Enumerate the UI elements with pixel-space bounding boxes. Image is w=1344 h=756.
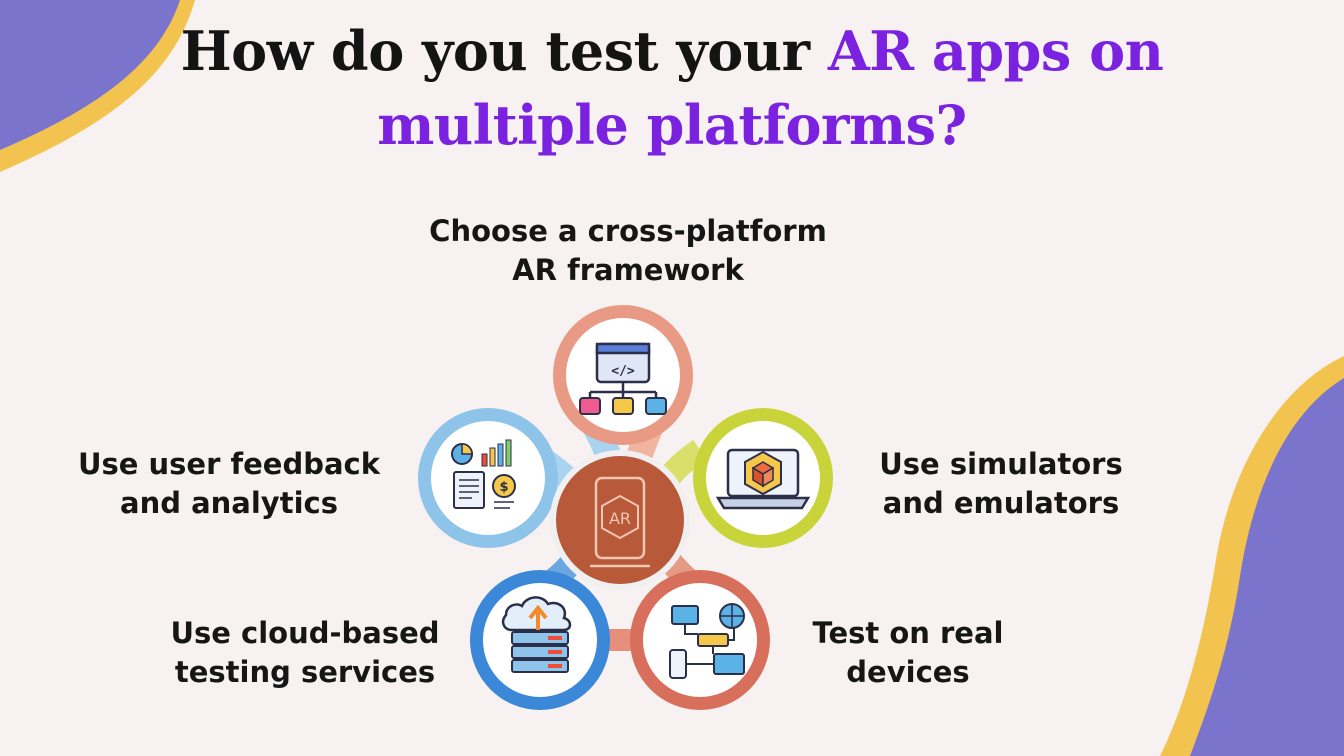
step-node-real-devices <box>630 570 770 710</box>
center-hub: AR <box>550 450 690 590</box>
laptop-3d-cube-icon <box>715 448 811 510</box>
title-line-1: How do you test your AR apps on <box>0 14 1344 88</box>
svg-text:</>: </> <box>611 364 635 379</box>
step-label-simulators-emulators: Use simulators and emulators <box>862 445 1140 523</box>
step-label-line: and analytics <box>120 486 338 520</box>
step-label-cross-platform-framework: Choose a cross-platform AR framework <box>420 212 836 290</box>
step-label-user-feedback: Use user feedback and analytics <box>70 445 388 523</box>
ar-badge-text: AR <box>609 509 631 528</box>
step-label-line: Choose a cross-platform <box>429 214 827 248</box>
title-accent-text-2: multiple platforms? <box>377 93 967 157</box>
title-accent-text-1: AR apps on <box>827 19 1164 83</box>
step-label-cloud-testing: Use cloud-based testing services <box>160 614 450 692</box>
step-label-line: and emulators <box>882 486 1120 520</box>
step-label-line: Use user feedback <box>77 447 381 481</box>
step-label-line: AR framework <box>512 253 744 287</box>
step-label-line: testing services <box>174 655 436 689</box>
step-label-line: devices <box>846 655 970 689</box>
step-label-line: Use cloud-based <box>170 616 440 650</box>
svg-text:$: $ <box>499 480 508 495</box>
step-label-line: Test on real <box>812 616 1004 650</box>
analytics-report-icon: $ <box>451 439 516 509</box>
step-label-real-devices: Test on real devices <box>790 614 1026 692</box>
connected-devices-icon <box>669 603 745 679</box>
bottom-right-wave-decoration <box>1160 356 1344 756</box>
ar-phone-icon: AR <box>590 476 650 568</box>
page-title: How do you test your AR apps on multiple… <box>0 14 1344 162</box>
title-plain-text: How do you test your <box>180 19 828 83</box>
cloud-server-upload-icon <box>501 596 572 673</box>
code-workflow-icon: </> <box>579 342 667 415</box>
process-cycle-diagram: </> <box>418 305 833 710</box>
step-node-cloud-testing <box>470 570 610 710</box>
step-node-cross-platform-framework: </> <box>553 305 693 445</box>
step-node-user-feedback: $ <box>418 408 558 548</box>
top-left-wave-decoration <box>0 0 195 172</box>
step-label-line: Use simulators <box>879 447 1123 481</box>
step-node-simulators-emulators <box>693 408 833 548</box>
